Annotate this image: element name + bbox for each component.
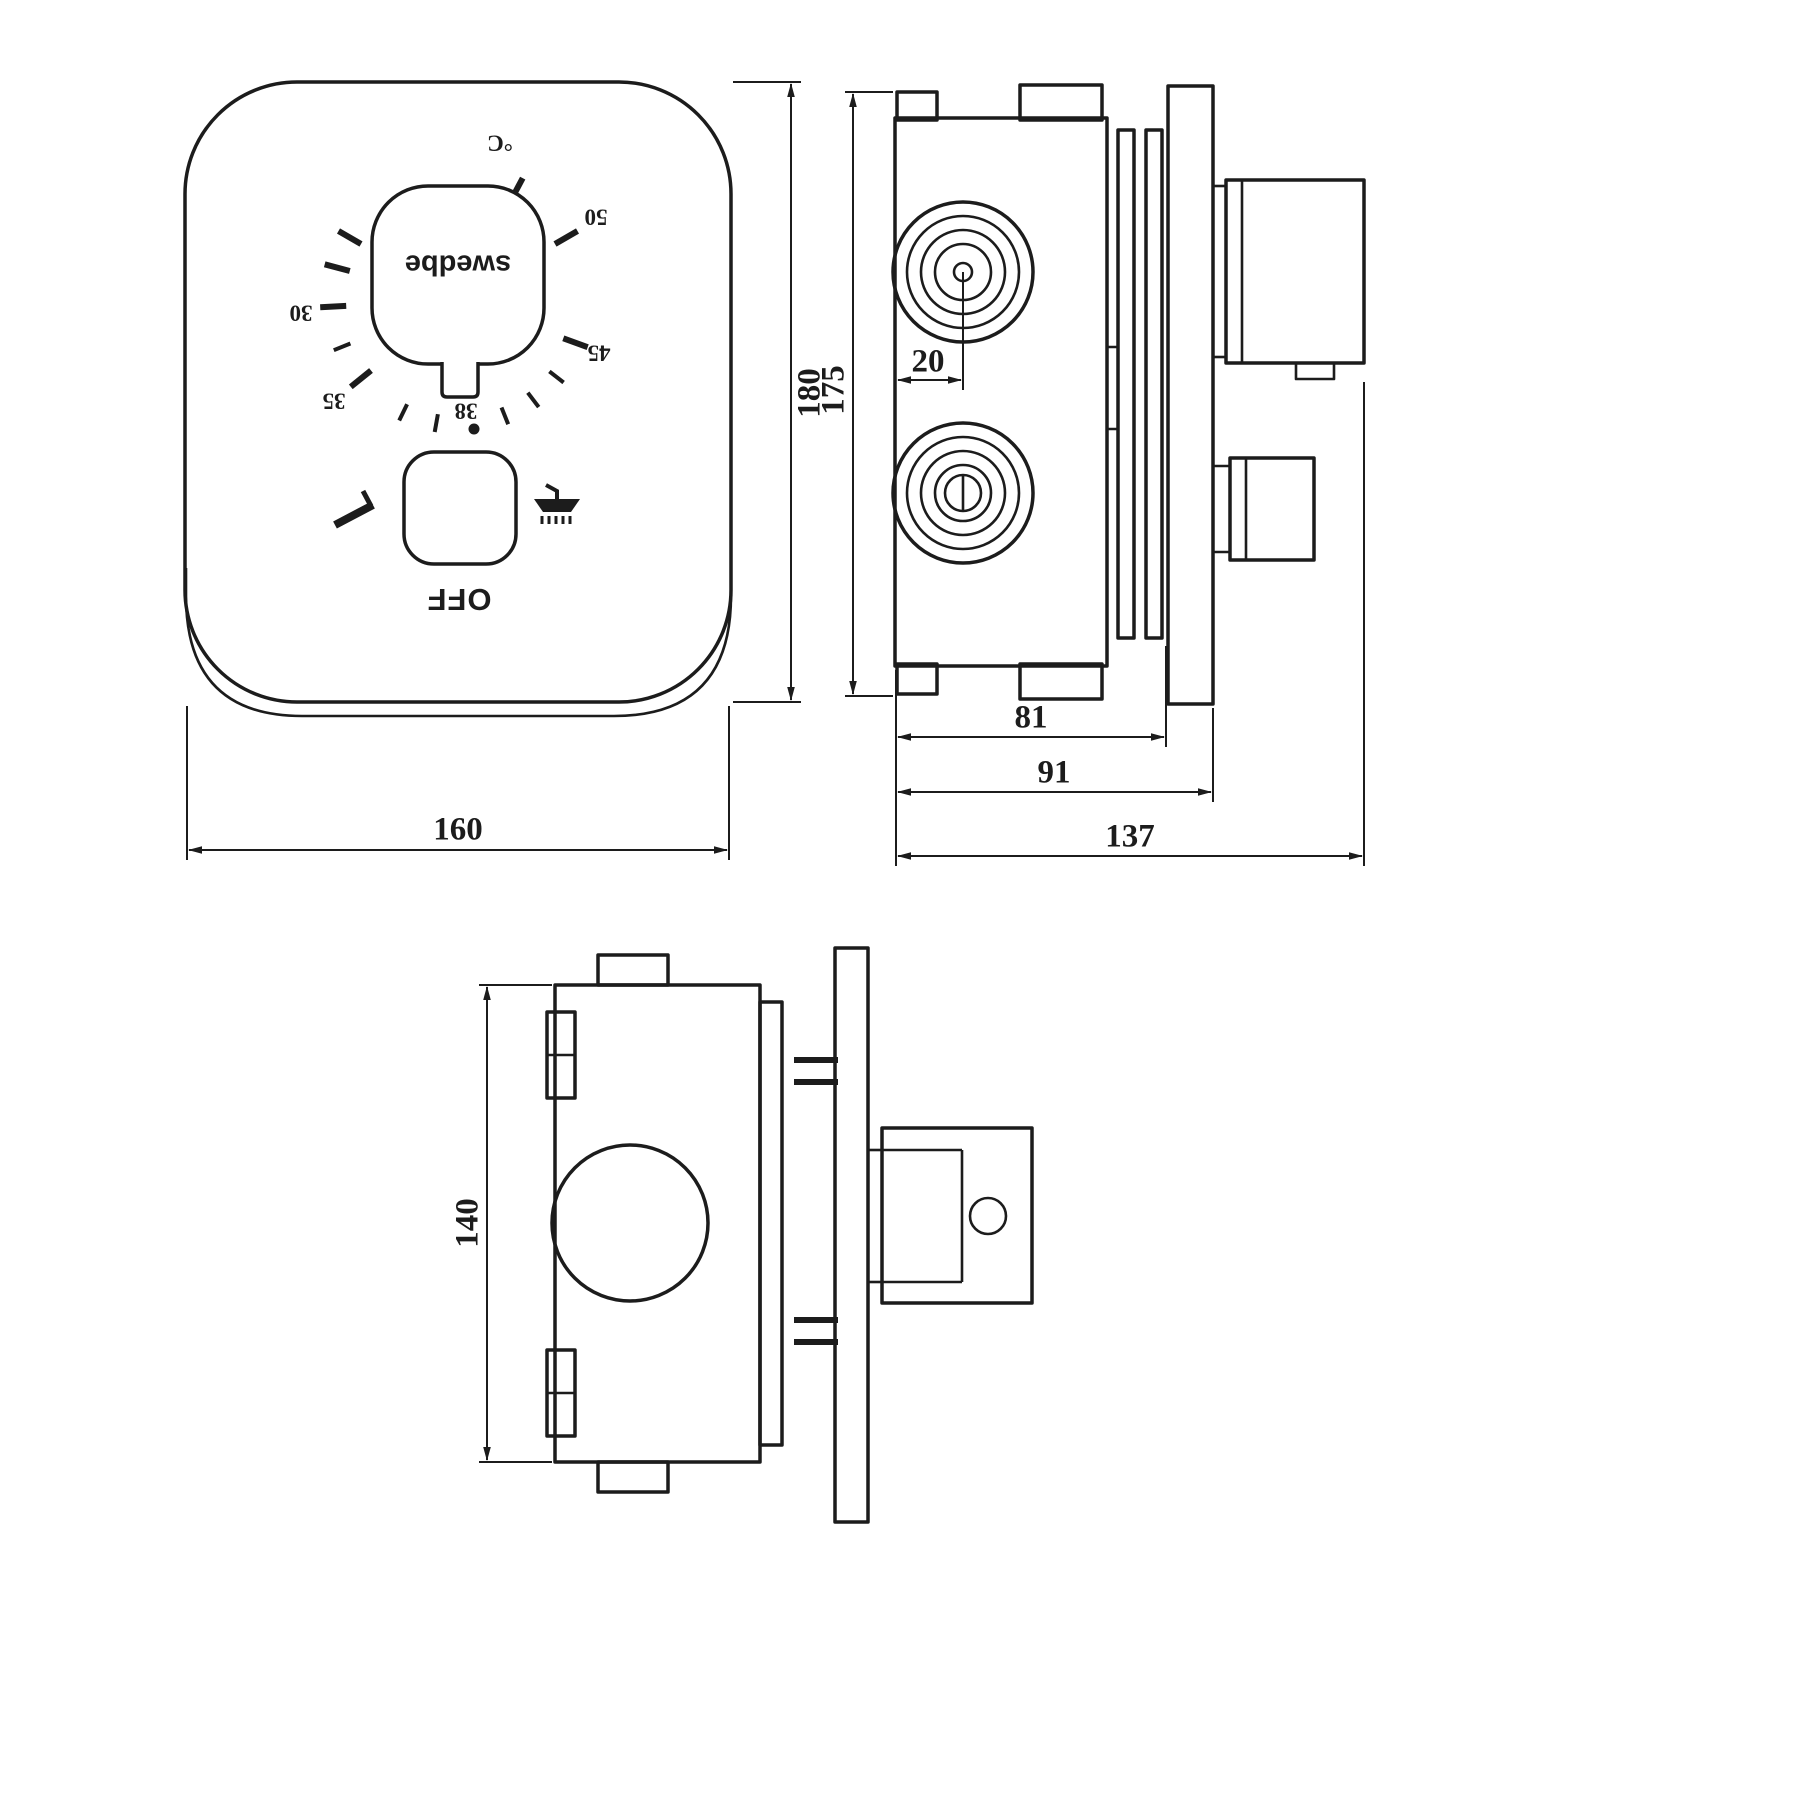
bath-spout-icon: [333, 489, 375, 529]
valve-body: [893, 116, 1109, 668]
bottom-view: 140: [450, 946, 1034, 1524]
housing-tab: [1294, 361, 1336, 381]
body-plate: [758, 1000, 784, 1447]
shower-head-body: [534, 499, 580, 512]
dim-total-depth: 137: [897, 382, 1365, 866]
dial-unit-label: °C: [487, 131, 513, 156]
spout-head: [360, 489, 374, 508]
dim-flange-depth: 91: [897, 708, 1214, 802]
dial-tick-minor: [526, 391, 541, 409]
dim-label-180: 180: [792, 368, 828, 418]
thermostat-dial: °C 50 45 38 35 30 swedbe: [290, 131, 611, 435]
body-tab-bottom: [1018, 662, 1104, 701]
mounting-plate-2: [1144, 128, 1164, 640]
cartridge-housing: [880, 1126, 1034, 1305]
wall-flange: [1166, 84, 1215, 706]
dial-tick-major: [553, 228, 580, 247]
dial-38-safety-dot: [468, 423, 480, 435]
cartridge-housing: [1224, 178, 1366, 365]
front-plate-edge-line: [184, 568, 733, 718]
brand-label: swedbe: [405, 248, 511, 280]
port-circle: [891, 421, 1035, 565]
dial-tick-major: [320, 302, 347, 311]
diverter-knob[interactable]: [402, 450, 518, 566]
body-tab-top: [1018, 83, 1104, 122]
dim-body-depth: 81: [897, 646, 1167, 747]
dial-tick-minor: [548, 369, 565, 385]
side-view: 175 20 81 91 137: [816, 83, 1366, 866]
dim-label-140: 140: [450, 1198, 486, 1248]
valve-body: [553, 983, 762, 1464]
cartridge-block-top: [1213, 178, 1366, 381]
center-boss: [1105, 345, 1120, 431]
port-circle: [905, 435, 1021, 551]
dim-label-160: 160: [433, 812, 483, 848]
cartridge-block-bottom: [1213, 456, 1316, 562]
spout-body: [333, 501, 375, 529]
dim-label-81: 81: [1015, 700, 1048, 736]
port-circle: [933, 463, 993, 523]
mounting-lug-top: [895, 90, 939, 122]
mounting-lug-bottom: [895, 662, 939, 696]
dial-tick-minor: [499, 406, 511, 425]
wall-flange: [833, 946, 870, 1524]
dim-front-width: 160: [186, 706, 730, 860]
dial-tick-minor: [397, 403, 409, 422]
inlet-port-bottom: [891, 421, 1035, 565]
mounting-plate-1: [1116, 128, 1136, 640]
dim-front-height: 180: [733, 81, 828, 703]
dial-label-30: 30: [290, 301, 313, 326]
front-plate-outline: [183, 80, 733, 704]
bottom-port-circle: [550, 1143, 710, 1303]
stem-housing: [1228, 456, 1316, 562]
off-label: OFF: [427, 582, 492, 617]
dial-label-45: 45: [588, 341, 611, 366]
body-tab-bottom: [596, 1460, 670, 1494]
port-circle: [919, 449, 1007, 537]
knob-pointer-tab: [440, 362, 480, 399]
dial-label-38: 38: [455, 399, 478, 424]
dial-tick-major: [323, 261, 351, 274]
dim-label-137: 137: [1105, 819, 1155, 855]
dial-label-50: 50: [585, 205, 608, 230]
shower-head-icon: [534, 483, 580, 524]
body-tab-top: [596, 953, 670, 987]
dim-port-offset: 20: [897, 344, 962, 384]
dim-label-175: 175: [816, 365, 852, 415]
diverter-control: OFF: [333, 450, 580, 617]
cartridge-block: [868, 1126, 1034, 1305]
dial-tick-major: [562, 335, 589, 351]
dial-tick-minor: [432, 413, 440, 433]
dim-bottom-height: 140: [450, 984, 552, 1463]
dial-tick-minor: [333, 341, 352, 353]
front-view: °C 50 45 38 35 30 swedbe OFF: [183, 80, 828, 860]
stem-circle: [968, 1196, 1008, 1236]
dial-tick-major: [348, 368, 373, 390]
dial-tick-major: [336, 228, 363, 247]
dim-label-20: 20: [912, 344, 945, 380]
shower-head-arm: [545, 483, 559, 499]
dim-label-91: 91: [1038, 755, 1071, 791]
dim-side-height: 175: [816, 91, 893, 697]
dial-label-35: 35: [323, 389, 346, 414]
